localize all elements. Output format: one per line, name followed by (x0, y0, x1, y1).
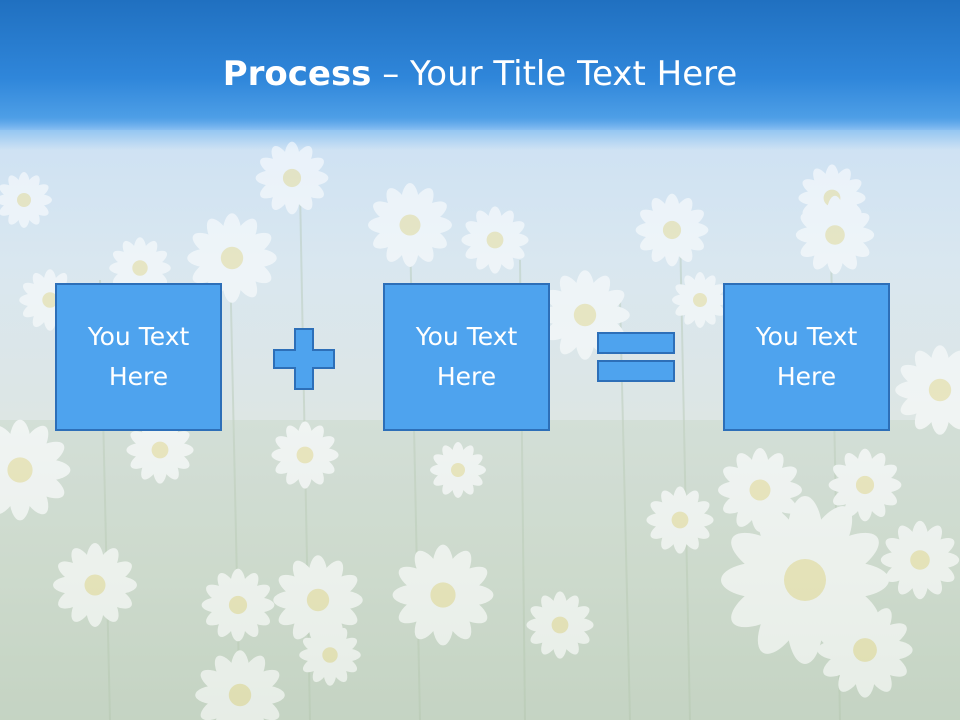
process-box-1-line1: You Text (87, 322, 190, 351)
title-bold: Process (222, 54, 372, 94)
process-box-2-line2: Here (436, 362, 497, 391)
slide-title: Process – Your Title Text Here (0, 52, 960, 96)
process-box-2-line1: You Text (415, 322, 518, 351)
process-box-2[interactable]: You Text Here (383, 283, 550, 431)
equals-icon (597, 332, 675, 382)
title-rest: – Your Title Text Here (371, 54, 738, 94)
process-box-1-line2: Here (108, 362, 169, 391)
process-box-3-line1: You Text (755, 322, 858, 351)
process-box-3-text: You Text Here (756, 317, 858, 397)
process-box-2-text: You Text Here (416, 317, 518, 397)
process-box-3[interactable]: You Text Here (723, 283, 890, 431)
sky-header (0, 0, 960, 130)
plus-icon (273, 328, 335, 390)
process-box-3-line2: Here (776, 362, 837, 391)
process-box-1-text: You Text Here (88, 317, 190, 397)
process-box-1[interactable]: You Text Here (55, 283, 222, 431)
